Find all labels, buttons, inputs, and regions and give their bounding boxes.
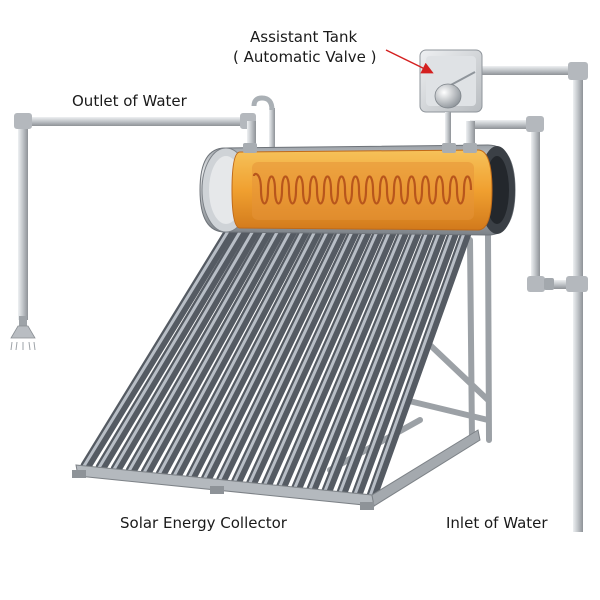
vacuum-tube [155,220,301,480]
vacuum-tube [170,220,313,481]
vacuum-tube [215,219,351,486]
vacuum-tube-highlight [323,221,432,493]
vacuum-tube [246,219,376,489]
vacuum-tube-highlight [157,224,295,476]
assistant-tank [419,49,483,152]
water-tank [199,144,516,236]
assistant-tank-label: Assistant Tank [250,28,358,46]
vacuum-tube [185,220,326,483]
outlet-pipe [14,113,256,320]
vacuum-tube-highlight [248,223,370,485]
vacuum-tube [306,217,426,496]
vacuum-tube [140,221,288,478]
vacuum-tube-highlight [142,225,282,474]
vacuum-tube [95,222,251,474]
vacuum-tube [351,216,463,500]
vacuum-tube-highlight [293,222,407,490]
collector-bottom-rail [72,429,481,510]
vacuum-tube [231,219,363,488]
vacuum-tube-highlight [112,225,257,471]
vacuum-tube [336,217,451,499]
vent-pipe [251,95,275,150]
vacuum-tube-highlight [263,222,382,487]
shower-head [10,316,36,351]
vacuum-tube-highlight [278,222,395,489]
vacuum-tube [125,221,276,477]
vacuum-tube [366,216,476,502]
heat-exchange-coil [252,172,473,205]
outlet-of-water-label: Outlet of Water [72,92,187,110]
vacuum-tube-highlight [97,226,245,470]
vacuum-tube [276,218,401,493]
vacuum-tube-highlight [217,223,345,482]
vacuum-tube [261,218,388,491]
vacuum-tube [110,221,263,475]
vacuum-tube-highlight [172,224,307,477]
vacuum-tube [321,217,438,497]
vacuum-tube-highlight [368,220,470,498]
inlet-of-water-label: Inlet of Water [446,514,548,532]
vacuum-tube [200,219,338,485]
assistant-tank-arrow [385,49,434,74]
solar-energy-collector-label: Solar Energy Collector [120,514,287,532]
vacuum-tube-highlight [353,220,457,496]
vacuum-tube [80,222,238,472]
vacuum-tube-highlight [233,223,357,484]
automatic-valve-label: ( Automatic Valve ) [233,48,377,66]
vacuum-tube-array [80,216,476,502]
vacuum-tube [291,218,413,494]
vacuum-tube-highlight [308,221,420,492]
vacuum-tube-highlight [187,224,320,479]
vacuum-tube-highlight [127,225,270,473]
vacuum-tube-highlight [338,221,445,495]
inlet-pipe [466,62,588,532]
vacuum-tube-highlight [82,226,232,468]
vacuum-tube-highlight [202,223,332,481]
